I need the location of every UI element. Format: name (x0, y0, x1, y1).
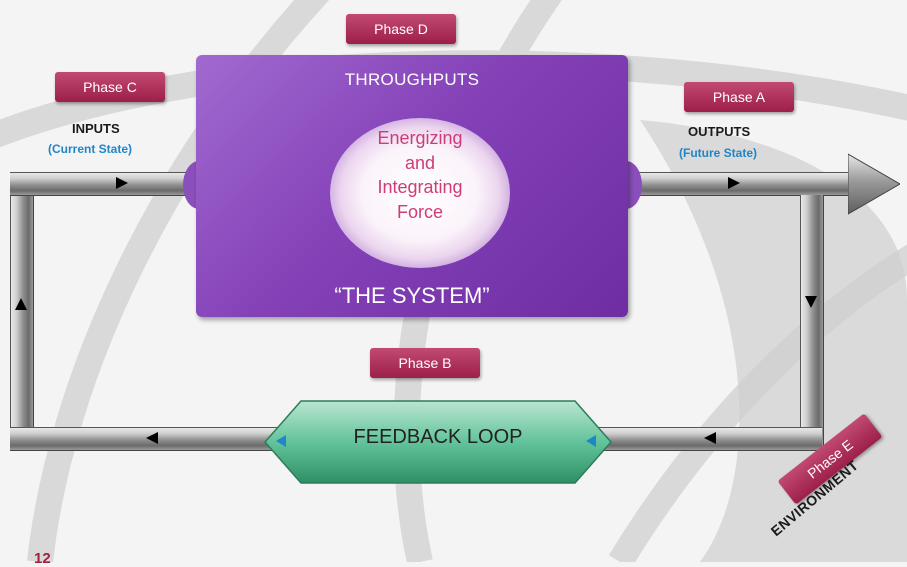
feedback-right-arrow (586, 435, 596, 447)
phase-c-badge: Phase C (55, 72, 165, 102)
system-connector-right (624, 161, 642, 209)
output-flow-arrow (728, 177, 740, 189)
force-line: and (404, 152, 436, 173)
inputs-state-label: (Current State) (48, 142, 133, 156)
output-arrow-head (848, 153, 900, 215)
throughputs-title: THROUGHPUTS (344, 70, 480, 89)
force-line: Force (396, 201, 443, 222)
inputs-label: INPUTS (72, 121, 120, 136)
force-glow (330, 118, 510, 268)
system-name: “THE SYSTEM” (334, 283, 490, 308)
input-flow-arrow (116, 177, 128, 189)
outputs-label: OUTPUTS (688, 124, 751, 139)
phase-a-badge: Phase A (684, 82, 794, 112)
right-pipe (800, 195, 824, 447)
phase-b-badge: Phase B (370, 348, 480, 378)
page-number: 12 (34, 550, 51, 567)
phase-d-badge: Phase D (346, 14, 456, 44)
output-pipe (626, 172, 858, 196)
feedback-left-arrow (276, 435, 286, 447)
force-line: Energizing (377, 128, 463, 148)
feedback-loop-band (264, 400, 612, 484)
force-line: Integrating (377, 177, 463, 197)
bottom-flow-arrow-right (704, 432, 716, 444)
bottom-flow-arrow-left (146, 432, 158, 444)
feedback-loop-label: FEEDBACK LOOP (353, 426, 523, 448)
outputs-state-label: (Future State) (679, 146, 757, 160)
right-flow-arrow (805, 296, 817, 308)
input-pipe (10, 172, 200, 196)
energizing-force-text: Energizing and Integrating Force (330, 126, 510, 224)
left-flow-arrow (15, 298, 27, 310)
